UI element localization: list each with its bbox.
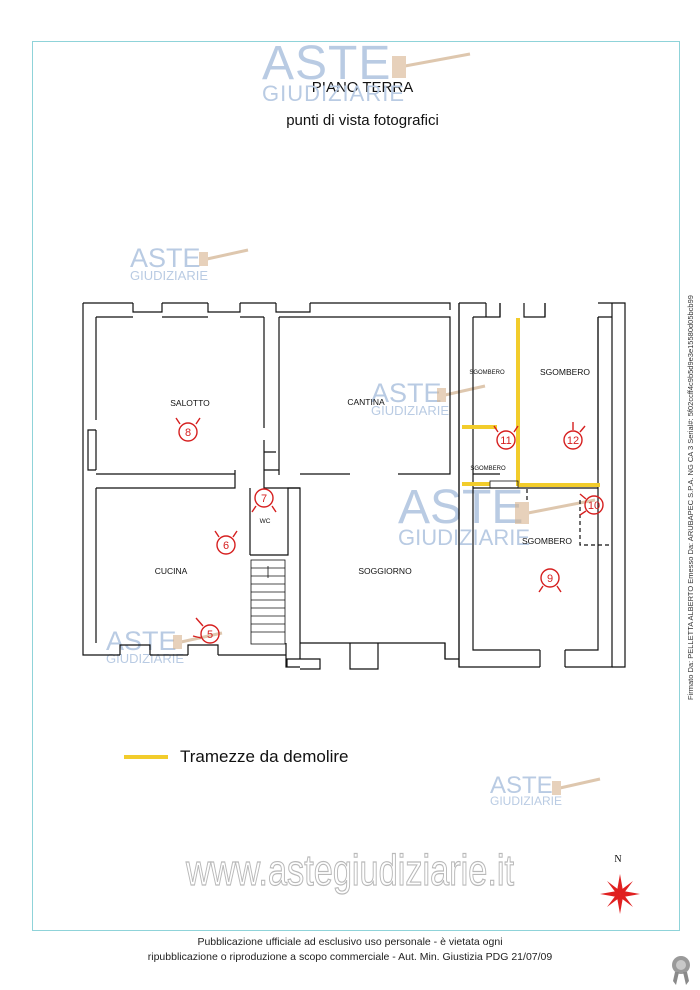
photo-point-12 (563, 422, 586, 450)
room-label-sgombero-small-mid: SGOMBERO (470, 466, 506, 472)
room-label-soggiorno: SOGGIORNO (358, 566, 412, 576)
svg-text:8: 8 (185, 427, 191, 439)
photo-point-5 (192, 617, 220, 644)
room-label-cantina: CANTINA (347, 397, 385, 407)
watermark-logo-lower: ASTE GIUDIZIARIE (490, 772, 563, 809)
svg-text:10: 10 (588, 500, 600, 512)
room-label-sgombero-bottom: SGOMBERO (522, 536, 572, 546)
photo-markers (175, 417, 604, 644)
seal-icon (672, 956, 690, 985)
room-label-sgombero-small-top: SGOMBERO (469, 370, 505, 376)
photo-point-6 (214, 530, 238, 555)
footer-line-2: ripubblicazione o riproduzione a scopo c… (147, 951, 553, 963)
legend: Tramezze da demolire (124, 746, 349, 768)
compass-icon (600, 874, 640, 914)
photo-point-7 (251, 488, 277, 513)
photo-marker-numbers: 8 7 6 5 11 12 10 9 (185, 427, 600, 641)
demolition-hatch (489, 480, 519, 489)
room-label-salotto: SALOTTO (170, 398, 210, 408)
watermark-logo-left: ASTE GIUDIZIARIE (130, 243, 209, 283)
legend-swatch (124, 755, 168, 759)
svg-text:7: 7 (261, 493, 267, 505)
photo-point-10 (579, 493, 604, 516)
room-labels: SALOTTO CANTINA SGOMBERO SGOMBERO SGOMBE… (155, 367, 591, 576)
photo-point-11 (493, 425, 519, 450)
footer-line-1: Pubblicazione ufficiale ad esclusivo uso… (197, 936, 503, 948)
gavel-icon (173, 52, 601, 795)
legend-label: Tramezze da demolire (180, 747, 349, 766)
walls (82, 302, 626, 670)
photo-point-8 (175, 417, 201, 442)
svg-text:9: 9 (547, 573, 553, 585)
plan-title: PIANO TERRA (311, 79, 414, 96)
svg-text:5: 5 (207, 629, 213, 641)
watermark-logo-right: ASTE GIUDIZIARIE (398, 481, 531, 550)
watermark-website: www.astegiudiziarie.it (185, 845, 515, 895)
watermark-logo-center: ASTE GIUDIZIARIE (371, 378, 450, 418)
photo-point-9 (538, 568, 562, 593)
demolition-walls (462, 318, 600, 487)
signature-note: Firmato Da: PELLETTA ALBERTO Emesso Da: … (686, 295, 695, 700)
room-label-cucina: CUCINA (155, 566, 188, 576)
svg-text:11: 11 (500, 435, 511, 447)
room-label-wc: WC (260, 518, 271, 525)
plan-subtitle: punti di vista fotografici (286, 112, 439, 129)
compass-north-label: N (614, 854, 621, 865)
watermark-logo-top: ASTE GIUDIZIARIE (262, 37, 406, 106)
svg-text:6: 6 (223, 540, 229, 552)
drawing-frame (32, 41, 680, 931)
staircase (250, 559, 286, 645)
svg-text:12: 12 (567, 435, 579, 447)
room-label-sgombero-top: SGOMBERO (540, 367, 590, 377)
